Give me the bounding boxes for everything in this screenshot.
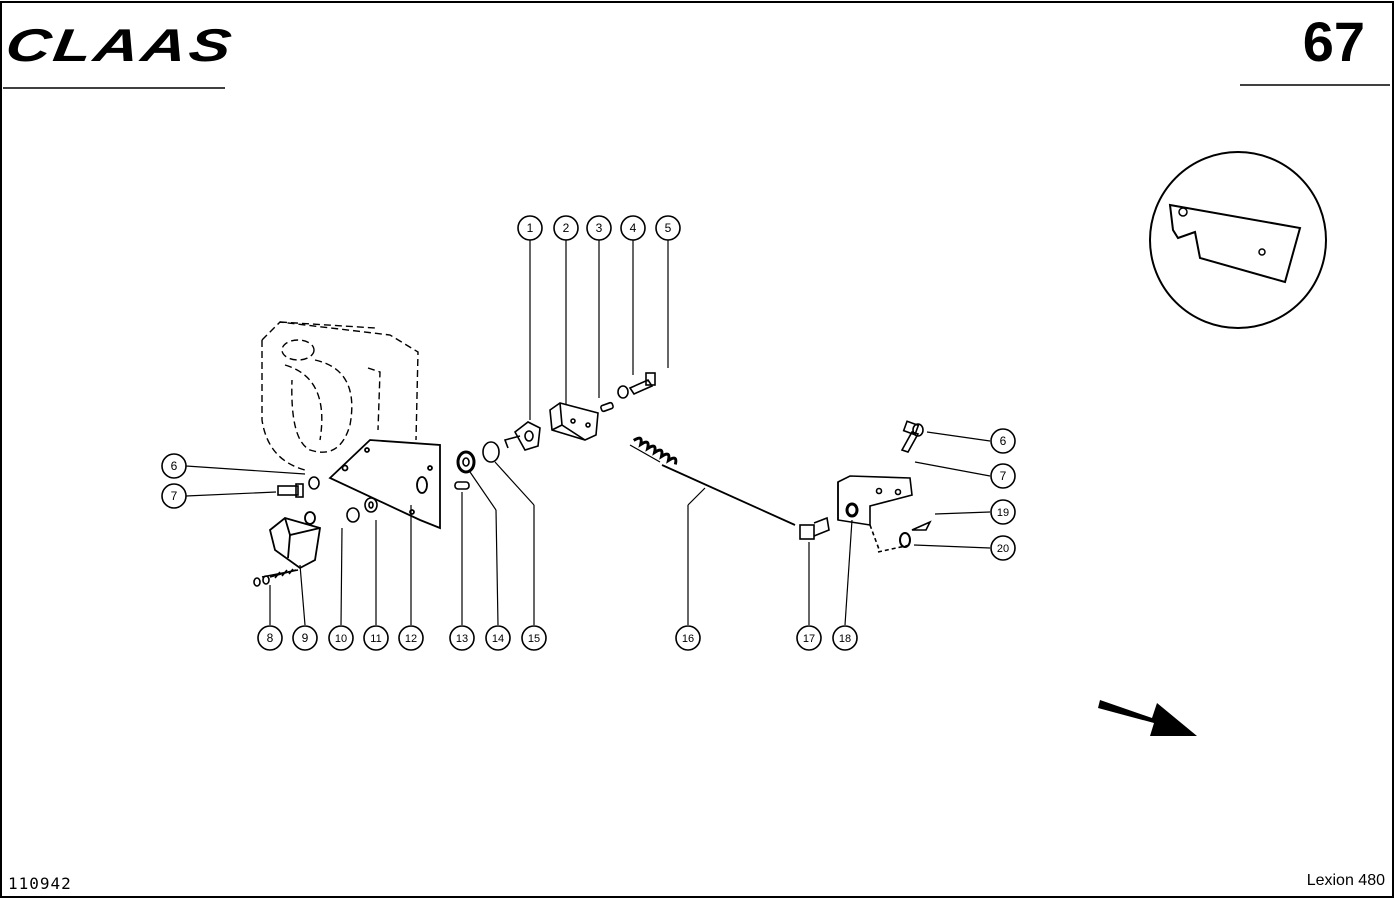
callout-label: 10 xyxy=(335,633,347,645)
callout-label: 5 xyxy=(665,221,672,235)
callout-label: 16 xyxy=(682,633,694,645)
callout-label: 6 xyxy=(1000,434,1007,448)
callout-label: 8 xyxy=(267,631,274,645)
callout-set xyxy=(161,215,1016,651)
callout-label: 20 xyxy=(997,543,1009,555)
direction-arrow-icon xyxy=(1098,700,1197,736)
sensor-body xyxy=(268,511,322,570)
callout-13 xyxy=(449,625,475,651)
housing-outline xyxy=(261,321,419,471)
callout-label: 3 xyxy=(596,221,603,235)
callout-17 xyxy=(796,625,822,651)
callout-label: 17 xyxy=(803,633,815,645)
callout-6-right xyxy=(990,428,1016,454)
callout-label: 7 xyxy=(171,489,178,503)
detail-inset xyxy=(1149,151,1327,329)
callout-labels: 1 2 3 4 5 6 7 8 9 10 11 12 13 14 15 16 1… xyxy=(171,221,1009,645)
callout-label: 6 xyxy=(171,459,178,473)
callout-10 xyxy=(328,625,354,651)
model-name: Lexion 480 xyxy=(1306,872,1385,889)
callout-12 xyxy=(398,625,424,651)
callout-3 xyxy=(586,215,612,241)
callout-label: 7 xyxy=(1000,469,1007,483)
callout-label: 9 xyxy=(302,631,309,645)
callout-16 xyxy=(675,625,701,651)
callout-20 xyxy=(990,535,1016,561)
callout-label: 13 xyxy=(456,633,468,645)
callout-label: 14 xyxy=(492,633,504,645)
callout-9 xyxy=(292,625,318,651)
callout-11 xyxy=(363,625,389,651)
callout-7-left xyxy=(161,483,187,509)
callout-label: 18 xyxy=(839,633,851,645)
callout-19 xyxy=(990,499,1016,525)
callout-label: 1 xyxy=(527,221,534,235)
callout-15 xyxy=(521,625,547,651)
callout-18 xyxy=(832,625,858,651)
callout-2 xyxy=(553,215,579,241)
callout-1 xyxy=(517,215,543,241)
small-hardware xyxy=(253,372,932,587)
page-number: 67 xyxy=(1302,10,1365,73)
brand-logo: CLAAS xyxy=(2,8,238,90)
bracket-plate xyxy=(328,439,441,530)
callout-label: 2 xyxy=(563,221,570,235)
callout-label: 4 xyxy=(630,221,637,235)
callout-label: 12 xyxy=(405,633,417,645)
callout-label: 11 xyxy=(370,633,381,645)
callout-4 xyxy=(620,215,646,241)
brand-logo-text: CLAAS xyxy=(2,19,238,71)
callout-5 xyxy=(655,215,681,241)
drawing-number: 110942 xyxy=(8,874,72,893)
callout-14 xyxy=(485,625,511,651)
callout-label: 19 xyxy=(997,507,1009,519)
leader-lines xyxy=(185,240,991,626)
callout-6-left xyxy=(161,453,187,479)
callout-7-right xyxy=(990,463,1016,489)
callout-8 xyxy=(257,625,283,651)
callout-label: 15 xyxy=(528,633,540,645)
